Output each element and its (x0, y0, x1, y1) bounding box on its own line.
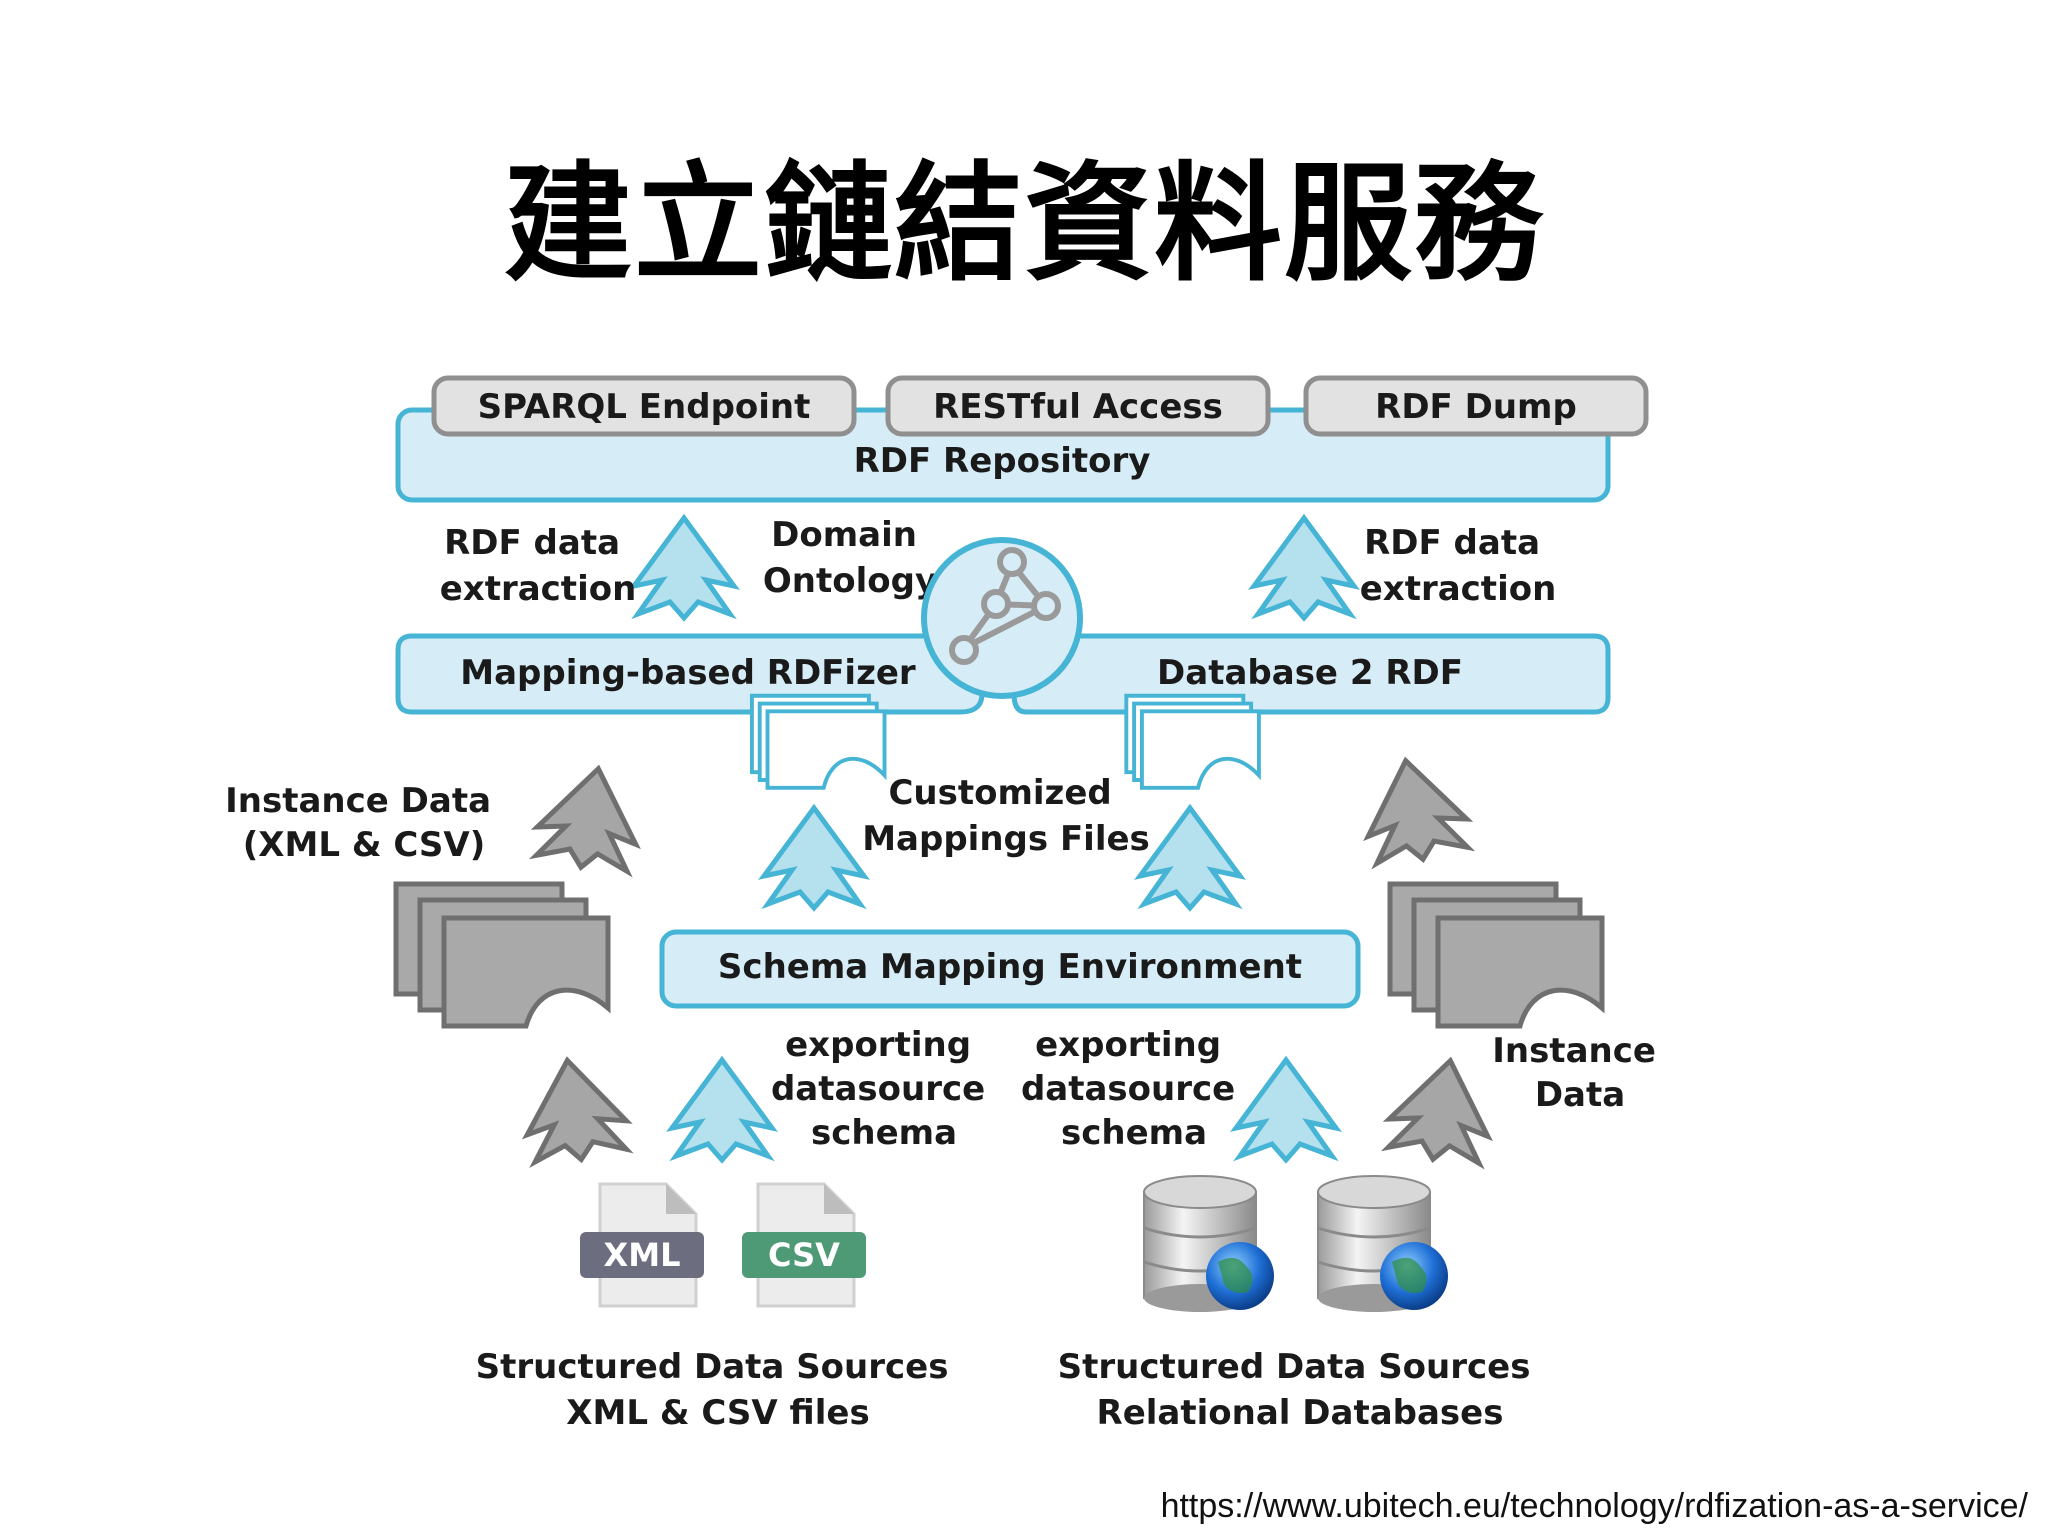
instance-data-left-docs-icon (393, 881, 611, 1029)
instance-data-left-label: Instance Data (XML & CSV) (225, 781, 503, 865)
database-globe-icon (1143, 1175, 1274, 1312)
mappings-right-arrow-icon (1140, 808, 1240, 908)
access-point-label: RESTful Access (933, 387, 1223, 427)
instance-data-right-arrow-icon (1356, 752, 1472, 868)
mappings-left-arrow-icon (764, 808, 864, 908)
access-point-label: SPARQL Endpoint (478, 387, 811, 427)
access-point-rdf-dump: RDF Dump (1303, 375, 1649, 437)
instance-data-left-arrow-icon (532, 760, 648, 876)
xml-badge-label: XML (604, 1236, 681, 1274)
source-url: https://www.ubitech.eu/technology/rdfiza… (1160, 1487, 2028, 1525)
source-left-arrow-icon (518, 1054, 631, 1167)
rdf-extraction-right-label: RDF data extraction (1360, 523, 1557, 609)
access-point-sparql: SPARQL Endpoint (431, 375, 857, 437)
rdf-extraction-left-label: RDF data extraction (440, 523, 637, 609)
rdf-repository-label: RDF Repository (854, 441, 1151, 481)
db2rdf-label: Database 2 RDF (1157, 653, 1463, 693)
customized-mappings-label: Customized Mappings Files (862, 773, 1150, 859)
access-point-label: RDF Dump (1375, 387, 1577, 427)
slide-title: 建立鏈結資料服務 (503, 150, 1544, 299)
rdfizer-label: Mapping-based RDFizer (460, 653, 916, 693)
mapping-files-left-icon (749, 693, 887, 790)
domain-ontology-label: Domain Ontology (763, 515, 937, 601)
exporting-left-label: exporting datasource schema (771, 1025, 997, 1153)
instance-data-right-docs-icon (1387, 881, 1605, 1029)
xml-file-icon: XML (580, 1182, 704, 1308)
rdf-extraction-right-arrow-icon (1254, 518, 1354, 618)
exporting-left-arrow-icon (672, 1060, 772, 1160)
sources-right-label: Structured Data Sources Relational Datab… (1058, 1347, 1543, 1433)
exporting-right-arrow-icon (1236, 1060, 1336, 1160)
exporting-right-label: exporting datasource schema (1021, 1025, 1247, 1153)
schema-env-box (659, 929, 1361, 1009)
rdf-extraction-left-arrow-icon (634, 518, 734, 618)
csv-file-icon: CSV (742, 1182, 866, 1308)
access-point-restful: RESTful Access (885, 375, 1271, 437)
mapping-files-right-icon (1124, 693, 1261, 790)
ontology-graph-icon (921, 537, 1083, 699)
database-globe-icon (1317, 1175, 1448, 1312)
csv-badge-label: CSV (768, 1236, 840, 1274)
sources-left-label: Structured Data Sources XML & CSV files (476, 1347, 961, 1433)
source-right-arrow-icon (1384, 1052, 1500, 1168)
instance-data-right-label: Instance Data (1492, 1031, 1668, 1115)
schema-env-label: Schema Mapping Environment (718, 947, 1302, 987)
